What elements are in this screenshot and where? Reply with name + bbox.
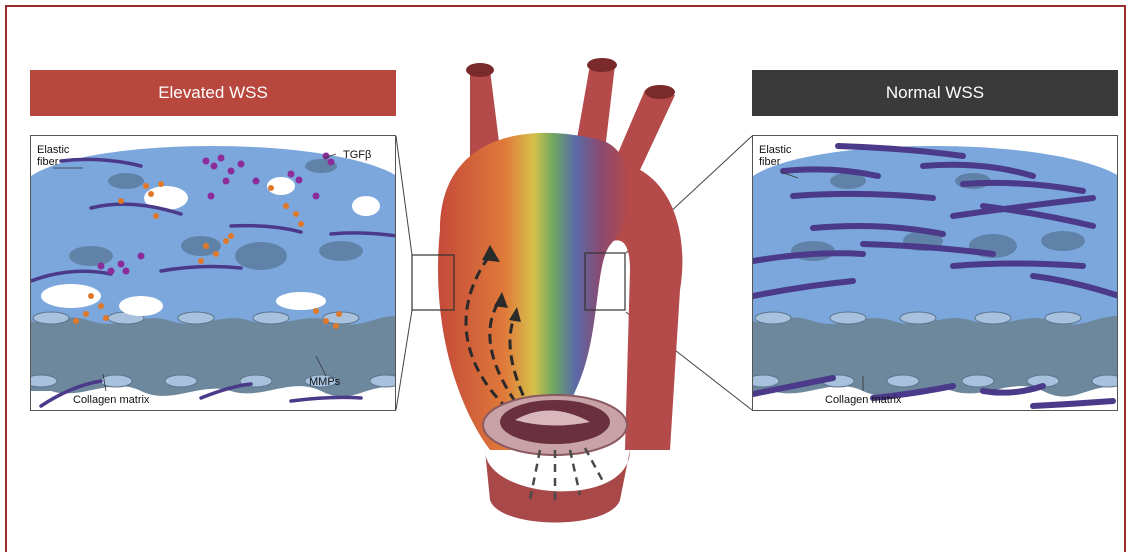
elastic-fiber-label: Elastic fiber bbox=[37, 144, 69, 168]
aorta-with-valve-icon bbox=[400, 30, 720, 530]
mmps-label: MMPs bbox=[309, 376, 340, 388]
elevated-matrix-illustration bbox=[31, 136, 396, 411]
collagen-matrix-label: Collagen matrix bbox=[73, 394, 149, 406]
collagen-matrix-label: Collagen matrix bbox=[825, 394, 901, 406]
normal-matrix-illustration bbox=[753, 136, 1118, 411]
normal-wss-panel: Elastic fiber Collagen matrix bbox=[752, 135, 1118, 411]
elastic-fiber-label: Elastic fiber bbox=[759, 144, 791, 168]
elevated-wss-panel: Elastic fiber TGFβ MMPs Collagen matrix bbox=[30, 135, 396, 411]
branch-opening bbox=[645, 85, 675, 99]
tgf-beta-label: TGFβ bbox=[343, 149, 371, 161]
subclavian-artery bbox=[615, 90, 675, 170]
branch-opening bbox=[587, 58, 617, 72]
branch-opening bbox=[466, 63, 494, 77]
aortic-root bbox=[485, 450, 630, 523]
